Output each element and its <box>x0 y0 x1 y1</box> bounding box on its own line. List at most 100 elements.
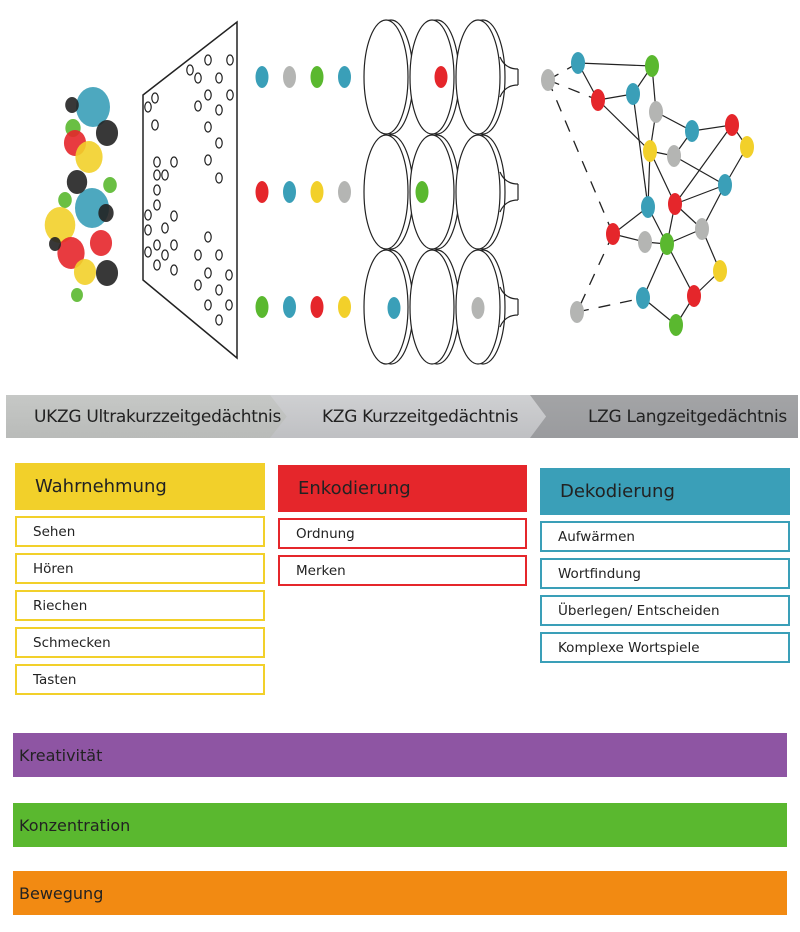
info-dot <box>338 66 351 88</box>
bar-konzentration: Konzentration <box>13 803 787 847</box>
short-term-funnels <box>363 19 519 365</box>
network-node <box>668 193 682 215</box>
network-link <box>632 93 649 208</box>
network-node <box>570 301 584 323</box>
network-node <box>687 285 701 307</box>
info-dot <box>471 297 485 319</box>
sensory-stimuli-cluster <box>44 87 119 302</box>
filter-hole <box>194 279 202 291</box>
column-dekodierung: Dekodierung Aufwärmen Wortfindung Überle… <box>540 468 790 663</box>
filter-hole <box>204 89 212 101</box>
info-dot <box>338 181 351 203</box>
stage-label: LZG Langzeitgedächtnis <box>588 406 787 427</box>
network-link-dashed <box>547 79 614 235</box>
stimulus-circle <box>76 87 110 127</box>
funnel-rim <box>409 134 455 250</box>
list-item: Sehen <box>15 516 265 547</box>
filter-hole <box>170 264 178 276</box>
list-item: Wortfindung <box>540 558 790 589</box>
column-title: Wahrnehmung <box>15 463 265 510</box>
network-node <box>667 145 681 167</box>
network-node <box>660 233 674 255</box>
network-node <box>649 101 663 123</box>
filter-hole <box>215 249 223 261</box>
funnel-rim <box>363 134 409 250</box>
bar-label: Konzentration <box>19 815 131 835</box>
filter-hole <box>144 224 152 236</box>
filter-hole <box>204 231 212 243</box>
list-item: Ordnung <box>278 518 527 549</box>
network-link <box>674 124 733 205</box>
info-dot <box>338 296 351 318</box>
list-item: Überlegen/ Entscheiden <box>540 595 790 626</box>
column-wahrnehmung: Wahrnehmung Sehen Hören Riechen Schmecke… <box>15 463 265 695</box>
column-title: Dekodierung <box>540 468 790 515</box>
stimulus-circle <box>44 207 76 243</box>
stimulus-circle <box>95 260 119 286</box>
filter-hole <box>161 222 169 234</box>
filter-hole <box>161 249 169 261</box>
network-node <box>645 55 659 77</box>
funnel-spout <box>499 56 519 98</box>
network-node <box>636 287 650 309</box>
filter-hole <box>144 246 152 258</box>
list-item: Merken <box>278 555 527 586</box>
filter-hole <box>204 154 212 166</box>
filter-hole <box>170 239 178 251</box>
info-dot <box>415 181 429 203</box>
stage-label: KZG Kurzzeitgedächtnis <box>322 406 519 427</box>
funnel-rim <box>455 19 501 135</box>
filter-hole <box>144 209 152 221</box>
filter-hole <box>226 89 234 101</box>
stimulus-circle <box>49 237 61 251</box>
filter-hole <box>194 249 202 261</box>
network-node <box>695 218 709 240</box>
column-enkodierung: Enkodierung Ordnung Merken <box>278 465 527 586</box>
funnel-rim <box>363 19 409 135</box>
filter-hole <box>226 54 234 66</box>
filter-hole <box>151 92 159 104</box>
info-dot <box>434 66 448 88</box>
info-dot <box>283 296 296 318</box>
information-dots <box>255 66 351 318</box>
filter-hole <box>153 169 161 181</box>
list-item: Riechen <box>15 590 265 621</box>
info-dot <box>310 181 324 203</box>
filter-hole <box>225 299 233 311</box>
network-node <box>669 314 683 336</box>
filter-hole <box>204 299 212 311</box>
funnel-rim <box>455 134 501 250</box>
network-node <box>606 223 620 245</box>
list-item: Komplexe Wortspiele <box>540 632 790 663</box>
stimulus-circle <box>95 120 119 146</box>
filter-hole <box>151 119 159 131</box>
filter-hole <box>204 267 212 279</box>
list-item: Aufwärmen <box>540 521 790 552</box>
stage-label: UKZG Ultrakurzzeitgedächtnis <box>34 406 282 427</box>
column-title: Enkodierung <box>278 465 527 512</box>
sensory-filter-screen <box>142 20 238 360</box>
network-node <box>643 140 657 162</box>
filter-hole <box>215 284 223 296</box>
network-link-dashed <box>547 79 599 101</box>
network-node <box>641 196 655 218</box>
info-dot <box>387 297 401 319</box>
bar-kreativitaet: Kreativität <box>13 733 787 777</box>
stimulus-circle <box>65 97 79 113</box>
filter-hole <box>161 169 169 181</box>
stimulus-circle <box>66 170 88 194</box>
info-dot <box>255 296 269 318</box>
list-item: Schmecken <box>15 627 265 658</box>
info-dot <box>283 181 296 203</box>
network-link <box>597 99 651 152</box>
filter-hole <box>215 104 223 116</box>
filter-hole <box>194 72 202 84</box>
filter-hole <box>225 269 233 281</box>
network-node <box>725 114 739 136</box>
bar-bewegung: Bewegung <box>13 871 787 915</box>
stimulus-circle <box>71 288 83 302</box>
filter-hole <box>215 314 223 326</box>
filter-hole <box>144 101 152 113</box>
network-node <box>626 83 640 105</box>
network-node <box>718 174 732 196</box>
